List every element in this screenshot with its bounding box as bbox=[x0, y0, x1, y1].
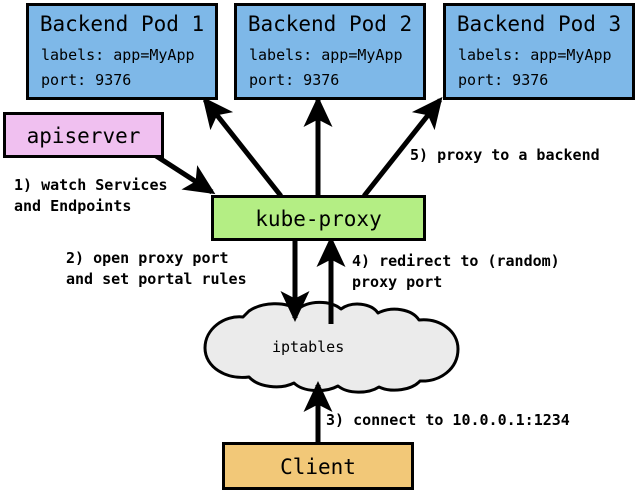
iptables-label: iptables bbox=[272, 338, 345, 356]
annotation-step-2-line-1: 2) open proxy port bbox=[66, 249, 229, 267]
annotation-step-4-line-2: proxy port bbox=[352, 273, 443, 291]
annotation-step-4-line-1: 4) redirect to (random) bbox=[352, 252, 560, 270]
annotation-step-5: 5) proxy to a backend bbox=[410, 146, 600, 164]
backend-pod-3-box[interactable]: Backend Pod 3 labels: app=MyApp port: 93… bbox=[443, 3, 635, 100]
backend-pod-1-title: Backend Pod 1 bbox=[39, 12, 205, 36]
arrow-kubeproxy-to-pod1 bbox=[202, 96, 283, 198]
client-box[interactable]: Client bbox=[222, 442, 414, 490]
backend-pod-2-port: port: 9376 bbox=[249, 71, 340, 89]
annotation-step-1-line-1: 1) watch Services bbox=[14, 176, 168, 194]
annotation-step-1-line-2: and Endpoints bbox=[14, 197, 132, 215]
cloud-shape bbox=[203, 300, 460, 394]
backend-pod-2-labels: labels: app=MyApp bbox=[249, 46, 403, 64]
kube-proxy-box[interactable]: kube-proxy bbox=[211, 195, 426, 241]
backend-pod-1-labels: labels: app=MyApp bbox=[41, 46, 195, 64]
backend-pod-3-port: port: 9376 bbox=[458, 71, 549, 89]
backend-pod-2-title: Backend Pod 2 bbox=[247, 12, 413, 36]
client-label: Client bbox=[280, 455, 356, 479]
annotation-step-3: 3) connect to 10.0.0.1:1234 bbox=[326, 411, 570, 429]
backend-pod-3-title: Backend Pod 3 bbox=[456, 12, 622, 36]
arrow-kubeproxy-to-pod3 bbox=[362, 96, 443, 198]
annotation-step-2-line-2: and set portal rules bbox=[66, 270, 247, 288]
backend-pod-3-labels: labels: app=MyApp bbox=[458, 46, 612, 64]
arrow-apiserver-to-kubeproxy bbox=[148, 149, 216, 195]
kube-proxy-label: kube-proxy bbox=[255, 207, 382, 231]
backend-pod-2-box[interactable]: Backend Pod 2 labels: app=MyApp port: 93… bbox=[234, 3, 426, 100]
apiserver-box[interactable]: apiserver bbox=[3, 112, 164, 158]
apiserver-label: apiserver bbox=[26, 124, 141, 148]
backend-pod-1-port: port: 9376 bbox=[41, 71, 132, 89]
backend-pod-1-box[interactable]: Backend Pod 1 labels: app=MyApp port: 93… bbox=[26, 3, 218, 100]
